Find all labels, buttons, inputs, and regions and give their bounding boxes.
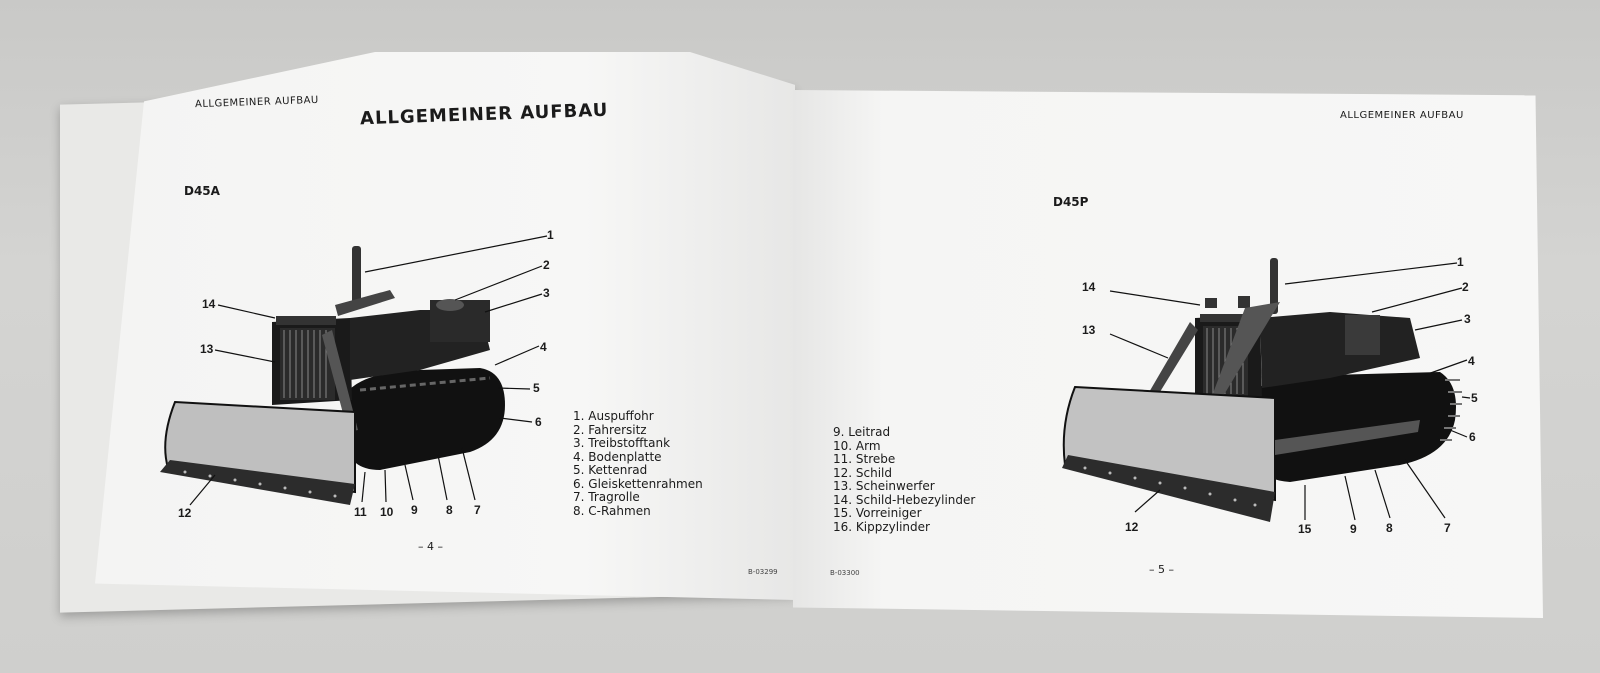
callout-label: 2 xyxy=(1462,280,1469,294)
callout-label: 12 xyxy=(178,506,192,520)
callout-label: 12 xyxy=(1125,520,1139,534)
legend-item: 15. Vorreiniger xyxy=(833,506,922,520)
legend-item: 12. Schild xyxy=(833,465,893,480)
callout-label: 4 xyxy=(540,340,547,354)
callout-label: 14 xyxy=(1082,280,1096,294)
callout-label: 13 xyxy=(1082,323,1096,337)
callout-label: 11 xyxy=(354,505,367,519)
callout-label: 7 xyxy=(1444,521,1451,535)
right-running-header: ALLGEMEINER AUFBAU xyxy=(1340,110,1464,121)
callout-label: 8 xyxy=(446,503,453,517)
callout-label: 9 xyxy=(411,503,418,517)
legend-item: 7. Tragrolle xyxy=(573,490,640,504)
left-legend: 1. Auspuffohr 2. Fahrersitz 3. Treibstof… xyxy=(573,409,703,518)
right-model-label: D45P xyxy=(1053,195,1089,209)
legend-item: 4. Bodenplatte xyxy=(573,449,662,464)
legend-item: 1. Auspuffohr xyxy=(573,409,654,423)
callout-label: 8 xyxy=(1386,521,1393,535)
legend-item: 3. Treibstofftank xyxy=(573,436,671,450)
callout-label: 4 xyxy=(1468,354,1475,368)
left-figure-code: B-03299 xyxy=(748,568,778,576)
callout-label: 9 xyxy=(1350,522,1357,536)
callout-label: 6 xyxy=(1469,430,1476,444)
legend-item: 13. Scheinwerfer xyxy=(833,479,935,493)
right-legend: 9. Leitrad 10. Arm 11. Strebe 12. Schild… xyxy=(833,425,976,534)
callout-label: 14 xyxy=(202,297,216,311)
callout-label: 5 xyxy=(533,381,540,395)
legend-item: 2. Fahrersitz xyxy=(573,422,647,437)
bulldozer-d45p-illustration xyxy=(1062,258,1471,522)
callout-label: 5 xyxy=(1471,391,1478,405)
callout-label: 13 xyxy=(200,342,214,356)
right-page-number: – 5 – xyxy=(1149,563,1174,576)
legend-item: 10. Arm xyxy=(833,438,881,453)
left-model-label: D45A xyxy=(184,184,220,198)
callout-label: 1 xyxy=(1457,255,1464,269)
callout-label: 2 xyxy=(543,258,550,272)
callout-label: 6 xyxy=(535,415,542,429)
legend-item: 6. Gleiskettenrahmen xyxy=(573,476,703,491)
callout-label: 1 xyxy=(547,228,554,242)
legend-item: 5. Kettenrad xyxy=(573,463,648,477)
callout-label: 15 xyxy=(1298,522,1312,536)
legend-item: 8. C-Rahmen xyxy=(573,503,651,518)
legend-item: 14. Schild-Hebezylinder xyxy=(833,492,976,507)
bulldozer-d45a-illustration xyxy=(160,235,548,506)
callout-label: 7 xyxy=(474,503,481,517)
callout-label: 3 xyxy=(543,286,550,300)
right-figure-code: B-03300 xyxy=(830,569,860,577)
legend-item: 9. Leitrad xyxy=(833,425,891,439)
legend-item: 16. Kippzylinder xyxy=(833,519,930,534)
callout-label: 3 xyxy=(1464,312,1471,326)
callout-label: 10 xyxy=(380,505,394,519)
left-page-number: – 4 – xyxy=(418,540,443,553)
legend-item: 11. Strebe xyxy=(833,452,896,466)
